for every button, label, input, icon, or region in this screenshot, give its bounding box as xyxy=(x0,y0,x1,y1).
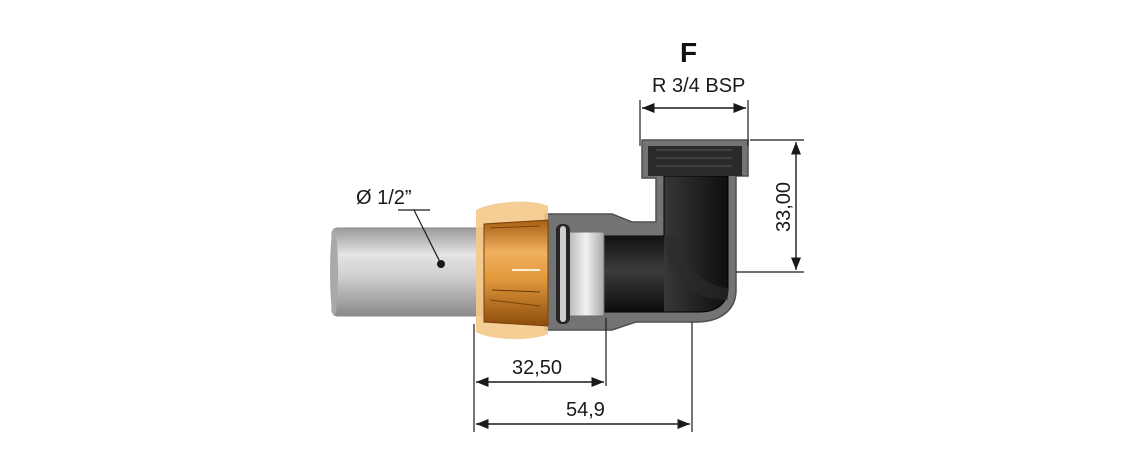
collet xyxy=(476,201,549,340)
thread-label: R 3/4 BSP xyxy=(652,75,745,97)
pipe xyxy=(330,227,493,317)
pipe-label-leader xyxy=(398,209,445,268)
thread-socket xyxy=(648,146,742,176)
height-dimension-line xyxy=(736,139,804,273)
fitting-title: F xyxy=(680,37,697,68)
thread-dimension-line xyxy=(639,100,749,146)
total-dimension-line xyxy=(476,322,693,432)
release-ring xyxy=(556,224,605,324)
height-dimension-value: 33,00 xyxy=(773,182,795,232)
insert-dimension-line xyxy=(473,318,607,432)
elbow-body xyxy=(603,175,729,313)
total-dimension-value: 54,9 xyxy=(566,399,605,421)
pipe-diameter-label: Ø 1/2” xyxy=(356,187,412,209)
insert-dimension-value: 32,50 xyxy=(512,357,562,379)
